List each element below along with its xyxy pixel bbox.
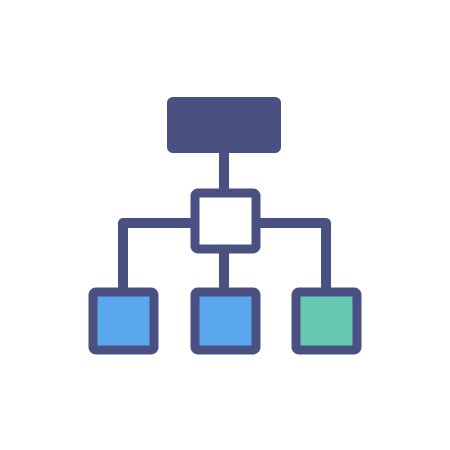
bottom-center-node	[190, 287, 261, 355]
bottom-left-node	[88, 287, 159, 355]
connector-middle-to-right	[251, 218, 331, 295]
connector-middle-to-left	[118, 218, 200, 295]
bottom-right-node	[291, 287, 362, 355]
connector-lines	[118, 148, 331, 295]
middle-node	[190, 188, 261, 254]
top-node	[167, 97, 281, 153]
